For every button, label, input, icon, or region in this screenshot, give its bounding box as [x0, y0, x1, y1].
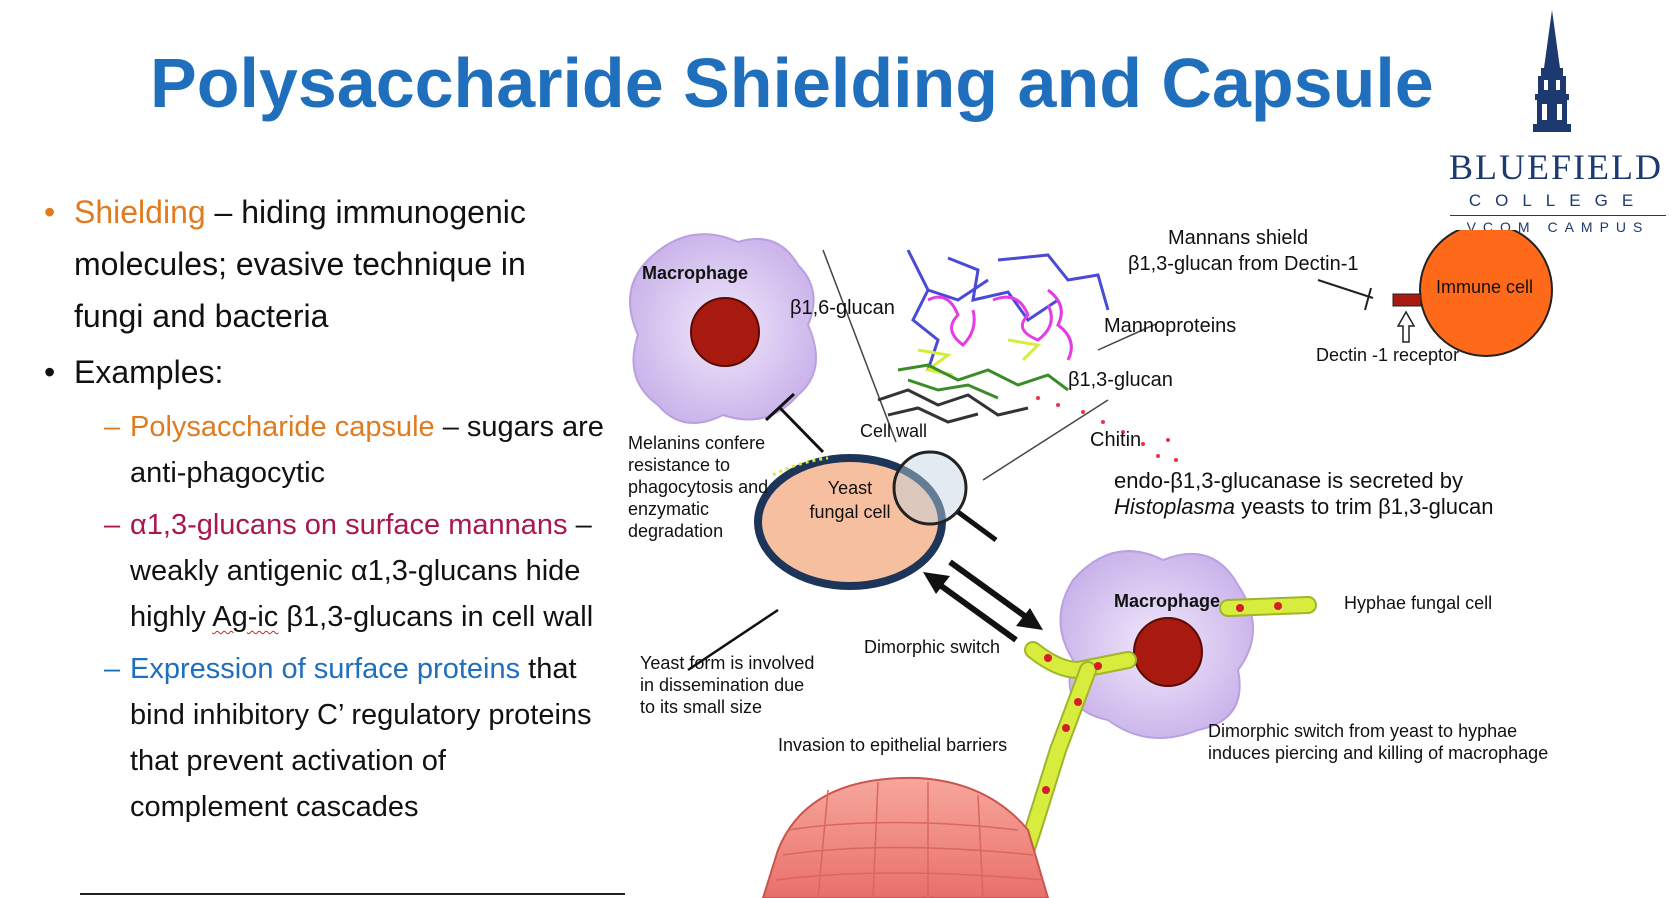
hyphae-label: Hyphae fungal cell [1344, 593, 1493, 613]
shielding-term: Shielding [74, 194, 206, 230]
b13-glucan-label: β1,3-glucan [1068, 369, 1173, 391]
chitin-label: Chitin [1090, 429, 1142, 451]
magnifier-icon [892, 450, 968, 526]
dash-marker: – [104, 653, 121, 685]
immune-cell-shape [1419, 230, 1553, 357]
capsule-term: Polysaccharide capsule [130, 411, 435, 443]
epithelial-tissue [761, 776, 1050, 898]
spellcheck-word: Ag-ic [212, 601, 279, 633]
bullet-examples: • Examples: [44, 346, 604, 398]
bullet-dot: • [44, 354, 56, 390]
dectin-receptor [1392, 293, 1422, 307]
bullet-list: • Shielding – hiding immunogenic molecule… [44, 186, 604, 830]
proteins-text: that bind inhibitory C’ regulatory prote… [130, 653, 592, 823]
capsule-text: – sugars are anti-phagocytic [130, 411, 604, 489]
macrophage-top-nucleus [690, 297, 760, 367]
sub-bullet-proteins: –Expression of surface proteins that bin… [44, 646, 604, 830]
mannoproteins-label: Mannoproteins [1104, 315, 1237, 337]
figure-graphics [629, 230, 1553, 898]
invasion-label: Invasion to epithelial barriers [778, 735, 1008, 755]
spire-icon [1533, 10, 1571, 132]
dash-marker: – [104, 509, 121, 541]
sub-bullet-capsule: –Polysaccharide capsule – sugars are ant… [44, 404, 604, 496]
fungal-evasion-figure: Macrophage β1,6-glucan Mannans shield β1… [628, 227, 1680, 898]
dimorphic-switch-label: Dimorphic switch [864, 637, 1001, 657]
macrophage-bottom-nucleus [1133, 617, 1203, 687]
logo-college: COLLEGE [1468, 191, 1648, 210]
bullet-shielding: • Shielding – hiding immunogenic molecule… [44, 186, 604, 342]
immune-cell-label: Immune cell [1436, 277, 1534, 297]
shielding-text: – hiding immunogenic molecules; evasive … [74, 194, 526, 334]
mannans-shield-label: Mannans shield [1168, 227, 1309, 249]
examples-label: Examples: [74, 354, 224, 390]
dectin-receptor-label: Dectin -1 receptor [1316, 345, 1460, 365]
b16-glucan-label: β1,6-glucan [790, 297, 895, 319]
histoplasma-label: Histoplasma yeasts to trim β1,3-glucan [1114, 494, 1494, 519]
glucanase-dots [1036, 396, 1178, 462]
college-logo: BLUEFIELD COLLEGE VCOM CAMPUS [1440, 6, 1672, 236]
macrophage-bottom-label: Macrophage [1114, 591, 1221, 611]
logo-divider [1450, 215, 1666, 216]
glucans-text: – weakly antigenic α1,3-glucans hide hig… [130, 509, 592, 633]
sub-bullet-glucans: –α1,3-glucans on surface mannans – weakl… [44, 502, 604, 640]
proteins-term: Expression of surface proteins [130, 653, 521, 685]
glucans-term: α1,3-glucans on surface mannans [130, 509, 568, 541]
footer-rule [80, 893, 625, 895]
mannans-shield-label-2: β1,3-glucan from Dectin-1 [1128, 253, 1359, 275]
cell-wall-label: Cell wall [860, 421, 928, 441]
bullet-dot: • [44, 194, 56, 230]
macrophage-top-label: Macrophage [642, 263, 749, 283]
endo-glucanase-label: endo-β1,3-glucanase is secreted by [1114, 468, 1463, 493]
dash-marker: – [104, 411, 121, 443]
logo-wordmark: BLUEFIELD [1449, 147, 1663, 187]
cell-wall-network [877, 249, 1110, 424]
page-title: Polysaccharide Shielding and Capsule [150, 44, 1434, 122]
glucans-tail: β1,3-glucans in cell wall [278, 601, 594, 633]
